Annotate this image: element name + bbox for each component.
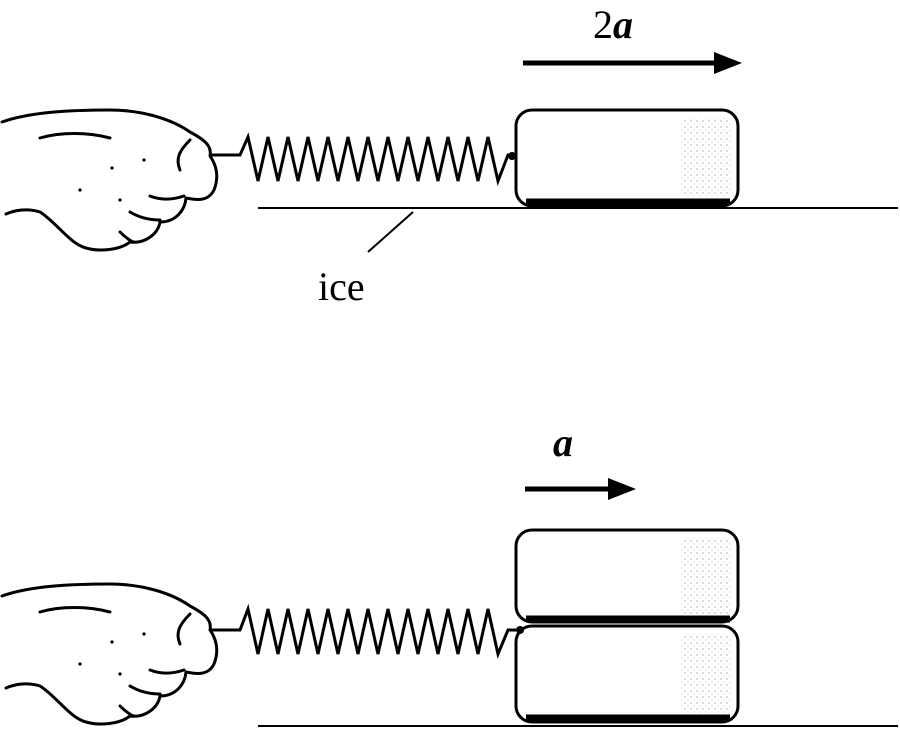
acceleration-symbol: a (613, 2, 633, 47)
top-acceleration-arrow (523, 52, 742, 74)
acceleration-coefficient: 2 (593, 2, 613, 47)
bottom-acceleration-arrow (525, 478, 636, 500)
upper-stacked-block (514, 528, 740, 624)
ice-label-leader (367, 211, 414, 253)
top-panel: 2a ice (0, 2, 898, 309)
bottom-hand-icon (0, 582, 219, 726)
bottom-panel: a (0, 420, 898, 727)
lower-stacked-block (514, 624, 740, 724)
top-spring (200, 132, 516, 187)
bottom-acceleration-label: a (553, 420, 573, 465)
top-acceleration-label: 2a (593, 2, 633, 47)
bottom-spring (200, 603, 524, 659)
ice-label: ice (318, 264, 365, 309)
top-block (514, 108, 740, 208)
top-hand-icon (0, 108, 219, 252)
